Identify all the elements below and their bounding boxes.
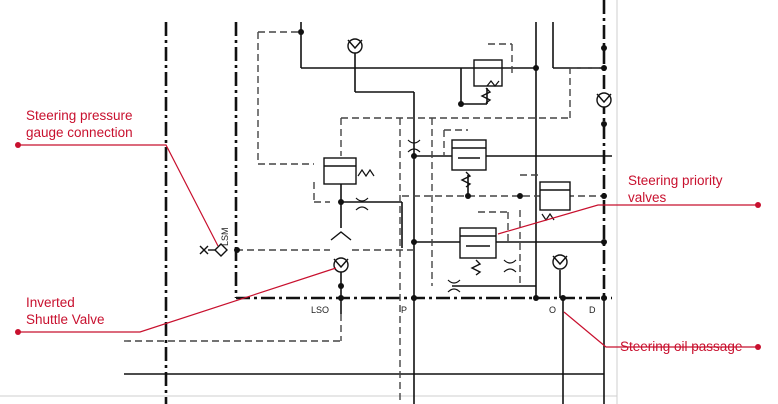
valve-body	[323, 59, 571, 276]
callout-line: Inverted	[26, 295, 75, 310]
port-label-p: P	[401, 305, 407, 315]
gauge-port	[199, 243, 228, 257]
callout-line: Steering pressure	[26, 108, 133, 123]
spring-symbol	[357, 80, 555, 222]
port-label-lsm: LSM	[220, 227, 230, 246]
callout-line: Steering priority	[628, 173, 723, 188]
callout-line: gauge connection	[26, 125, 133, 140]
pilot-lines	[124, 31, 604, 404]
callout-endpoints	[15, 142, 761, 350]
shuttle-valve	[330, 231, 352, 273]
port-label-o: O	[549, 305, 556, 315]
check-valve	[347, 38, 612, 270]
solid-lines	[124, 22, 612, 404]
callout-line: Shuttle Valve	[26, 312, 105, 327]
callout-steering-pressure-gauge: Steering pressure gauge connection	[26, 107, 133, 141]
callout-line: valves	[628, 190, 667, 205]
callout-steering-priority-valves: Steering priority valves	[628, 172, 723, 206]
port-label-d: D	[589, 305, 596, 315]
callout-steering-oil-passage: Steering oil passage	[620, 338, 742, 355]
callout-inverted-shuttle-valve: Inverted Shuttle Valve	[26, 294, 105, 328]
port-label-lso: LSO	[311, 305, 329, 315]
orifice-symbol	[355, 139, 517, 293]
callout-leaders	[18, 144, 758, 348]
callout-line: Steering oil passage	[620, 339, 743, 354]
junction-dots	[234, 29, 607, 301]
